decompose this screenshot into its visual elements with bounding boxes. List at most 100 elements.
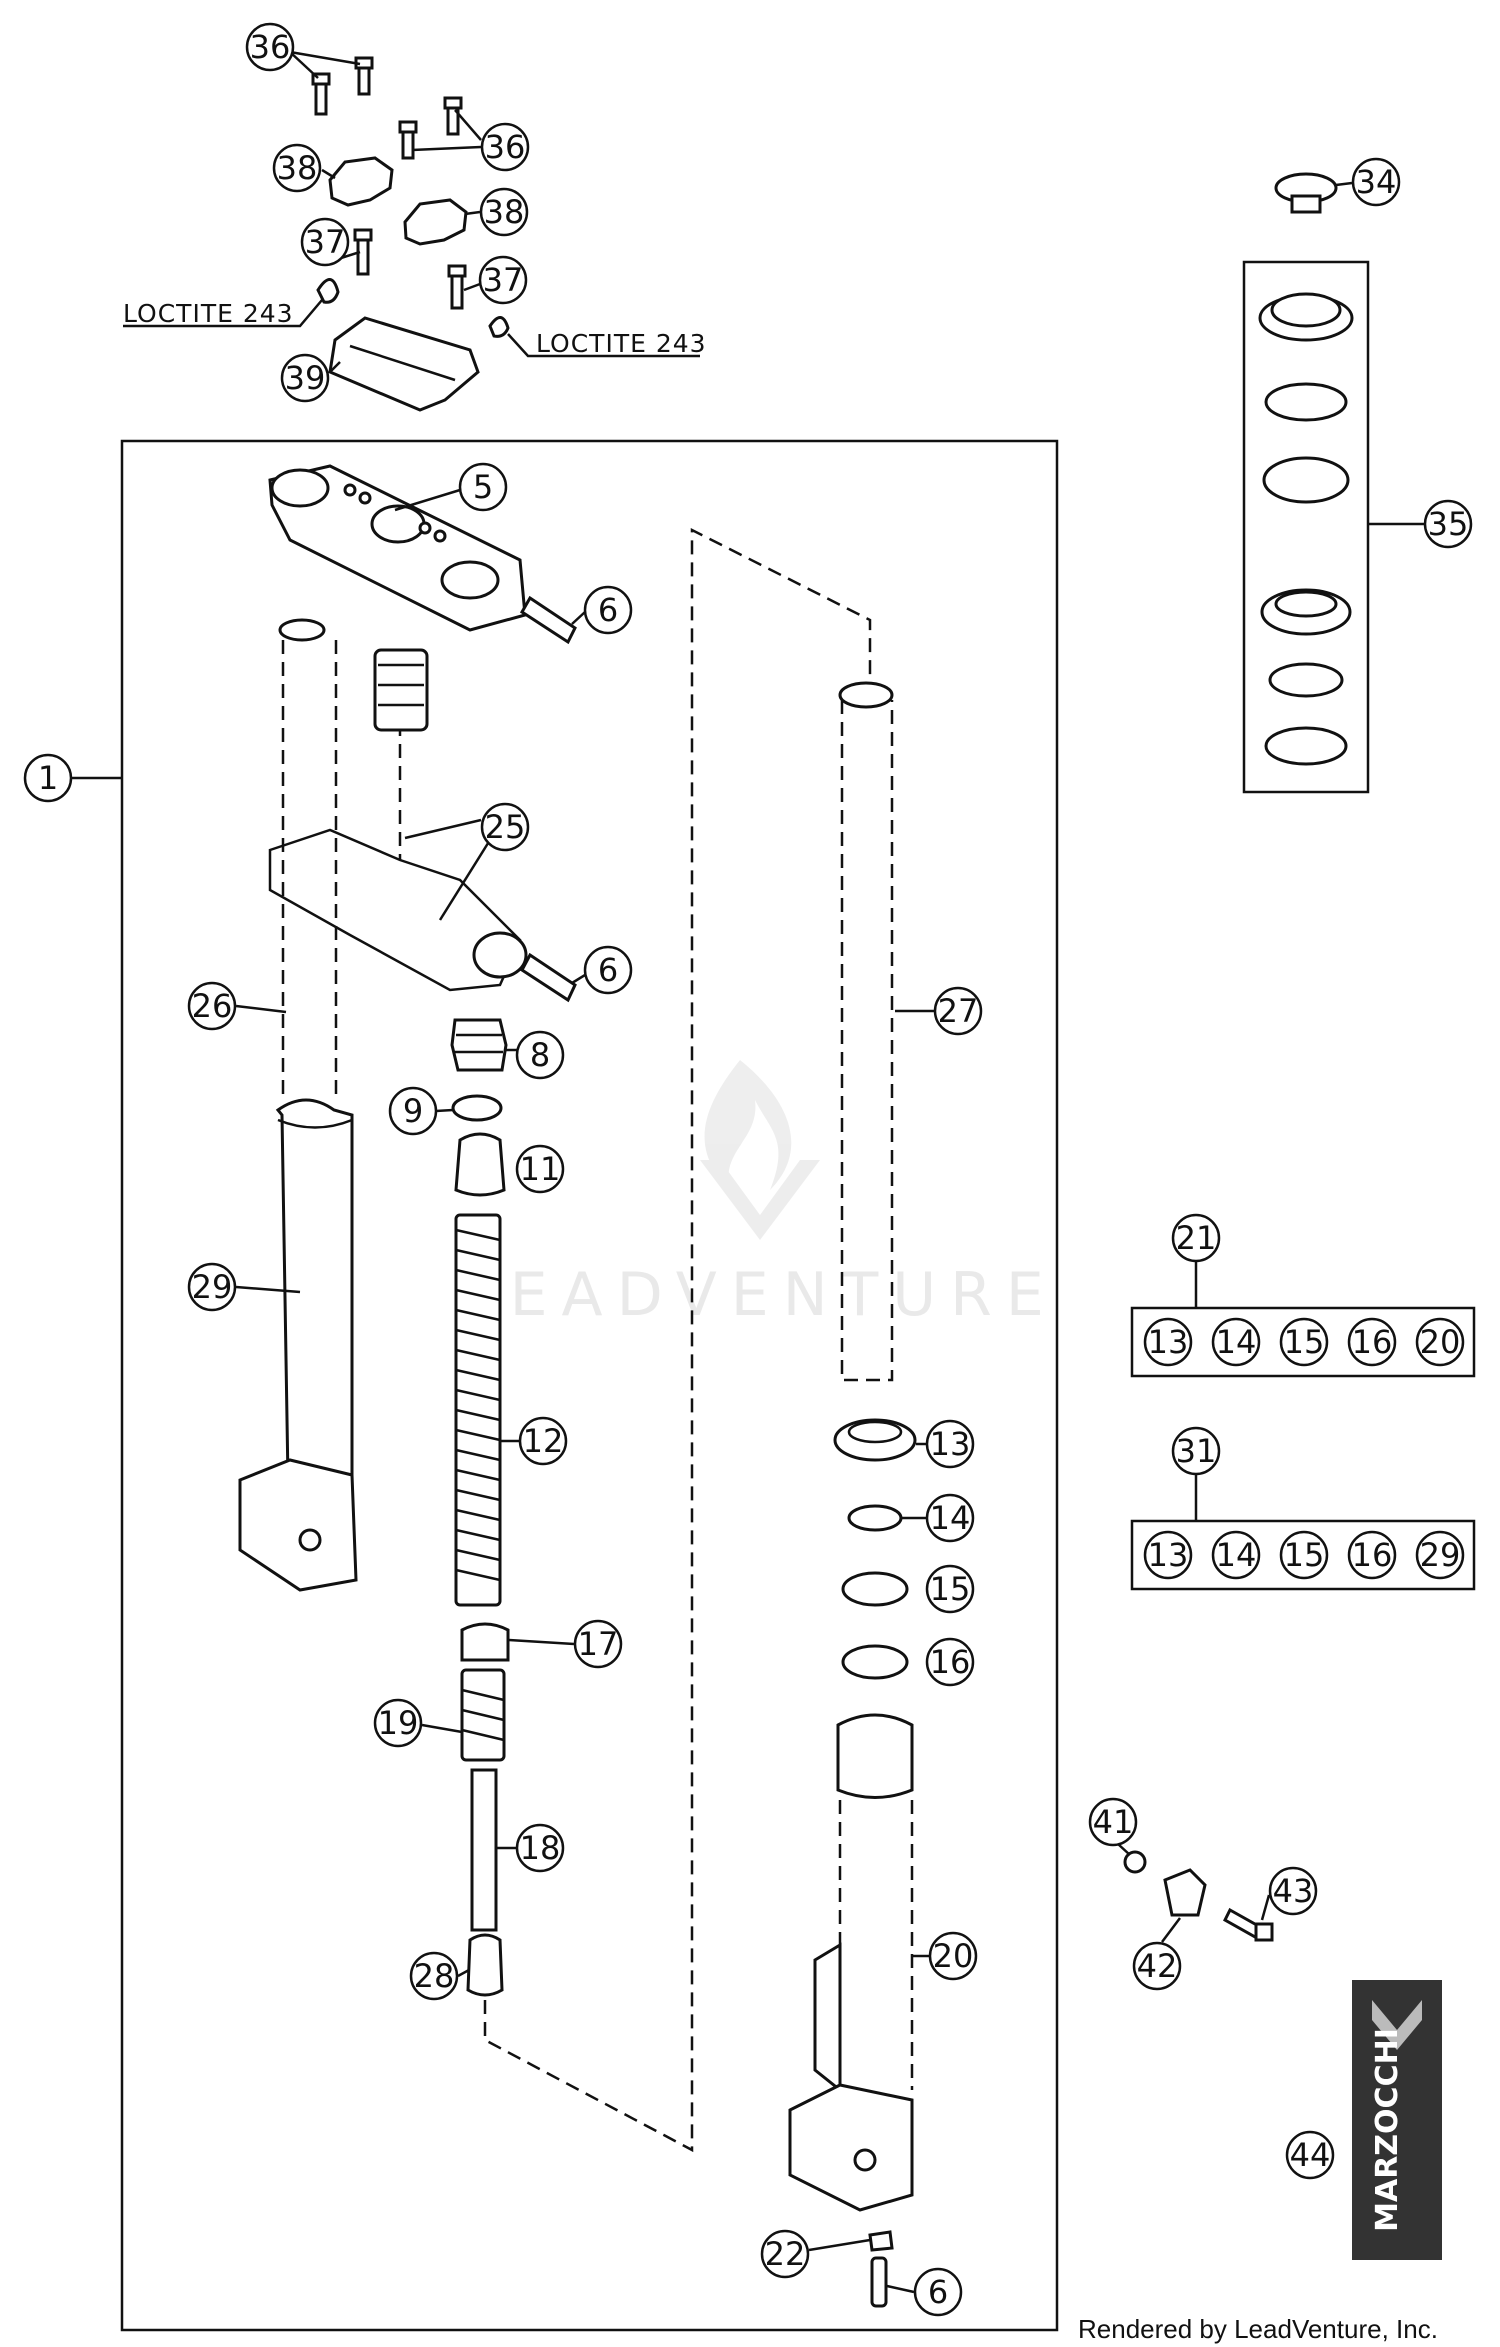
callout-c11-number: 11 <box>520 1150 561 1188</box>
callout-c43-number: 43 <box>1273 1872 1314 1910</box>
handlebar-clamp-parts: LOCTITE 243 LOCTITE 243 <box>123 50 707 412</box>
callout-c34-number: 34 <box>1356 163 1397 201</box>
kit-21-box-item-0: 13 <box>1143 1317 1193 1367</box>
callout-c42: 42 <box>1132 1941 1182 1991</box>
callout-c13a-number: 13 <box>930 1425 971 1463</box>
watermark: LEADVENTURE <box>462 1060 1058 1330</box>
callout-c6b-number: 6 <box>598 951 618 989</box>
callout-c13a: 13 <box>925 1419 975 1469</box>
callout-c41-number: 41 <box>1093 1803 1134 1841</box>
kit-21-box-item-1-number: 14 <box>1216 1323 1257 1361</box>
kit-31-box-item-3: 16 <box>1347 1530 1397 1580</box>
callout-c27: 27 <box>933 986 983 1036</box>
steering-bearing-parts <box>1258 172 1354 766</box>
callout-c37b: 37 <box>478 255 528 305</box>
callout-c16-number: 16 <box>930 1643 971 1681</box>
callout-c17: 17 <box>573 1619 623 1669</box>
fork-internals <box>421 527 872 2153</box>
callout-c17-number: 17 <box>578 1625 619 1663</box>
callout-c41: 41 <box>1088 1797 1138 1847</box>
kit-21-box-item-4: 20 <box>1415 1317 1465 1367</box>
bearing-kit-box <box>1242 260 1370 794</box>
kit-31-box-item-2: 15 <box>1279 1530 1329 1580</box>
callout-c22-number: 22 <box>765 2235 806 2273</box>
callout-c31-number: 31 <box>1176 1432 1217 1470</box>
callout-c37a: 37 <box>300 217 350 267</box>
kit-21-box-item-0-number: 13 <box>1148 1323 1189 1361</box>
kit-21-box-item-4-number: 20 <box>1420 1323 1461 1361</box>
callout-c34: 34 <box>1351 157 1401 207</box>
callout-c26: 26 <box>187 981 237 1031</box>
callout-c6a-number: 6 <box>598 591 618 629</box>
callout-c21: 21 <box>1171 1213 1221 1263</box>
callout-c1-number: 1 <box>38 759 58 797</box>
callout-c8-number: 8 <box>530 1036 550 1074</box>
fork-assembly-frame <box>120 439 1059 2332</box>
loctite-label-right: LOCTITE 243 <box>536 329 707 358</box>
lower-triple-clamp <box>268 648 586 1003</box>
callout-c16: 16 <box>925 1637 975 1687</box>
callout-c6a: 6 <box>583 585 633 635</box>
callout-c8: 8 <box>515 1030 565 1080</box>
callout-c31: 31 <box>1171 1426 1221 1476</box>
callout-c14-number: 14 <box>930 1499 971 1537</box>
kit-21-box-item-3: 16 <box>1347 1317 1397 1367</box>
callout-c20-number: 20 <box>933 1937 974 1975</box>
callout-c38b-number: 38 <box>484 193 525 231</box>
kit-31-box: 13 14 15 16 29 <box>1130 1467 1476 1591</box>
callout-c37a-number: 37 <box>305 223 346 261</box>
callout-c26-number: 26 <box>192 987 233 1025</box>
callout-c9: 9 <box>388 1086 438 1136</box>
kit-31-box-item-1: 14 <box>1211 1530 1261 1580</box>
callout-c6c: 6 <box>913 2267 963 2317</box>
callout-c36a: 36 <box>245 22 295 72</box>
callout-c27-number: 27 <box>938 992 979 1030</box>
callout-c22: 22 <box>760 2229 810 2279</box>
callout-c20: 20 <box>928 1931 978 1981</box>
callout-c38b: 38 <box>479 187 529 237</box>
kit-21-box-item-3-number: 16 <box>1352 1323 1393 1361</box>
callout-c38a: 38 <box>272 143 322 193</box>
callout-c36b-number: 36 <box>485 128 526 166</box>
callout-c12: 12 <box>518 1416 568 1466</box>
callout-c15-number: 15 <box>930 1570 971 1608</box>
callout-c35-number: 35 <box>1428 505 1469 543</box>
kit-21-box-item-1: 14 <box>1211 1317 1261 1367</box>
kit-31-box-item-0-number: 13 <box>1148 1536 1189 1574</box>
callout-c11: 11 <box>515 1144 565 1194</box>
callout-c1: 1 <box>23 753 73 803</box>
callout-c39-number: 39 <box>285 359 326 397</box>
callout-c44-number: 44 <box>1290 2136 1331 2174</box>
callout-c39: 39 <box>280 353 330 403</box>
kit-31-box-item-4: 29 <box>1415 1530 1465 1580</box>
callout-c43: 43 <box>1268 1866 1318 1916</box>
loctite-label-left: LOCTITE 243 <box>123 299 294 328</box>
watermark-text: LEADVENTURE <box>462 1260 1058 1330</box>
callout-c5-number: 5 <box>473 468 493 506</box>
marzocchi-logo: MARZOCCHI <box>1352 1980 1442 2260</box>
callout-c29-number: 29 <box>192 1268 233 1306</box>
callout-c37b-number: 37 <box>483 261 524 299</box>
callout-c5: 5 <box>458 462 508 512</box>
left-fork-leg <box>235 618 358 1592</box>
callout-c15: 15 <box>925 1564 975 1614</box>
callout-c28: 28 <box>409 1951 459 2001</box>
callout-c14: 14 <box>925 1493 975 1543</box>
upper-triple-clamp <box>268 464 586 645</box>
callout-c29: 29 <box>187 1262 237 1312</box>
callout-c6b: 6 <box>583 945 633 995</box>
callout-c9-number: 9 <box>403 1092 423 1130</box>
callout-c19: 19 <box>373 1698 423 1748</box>
callout-c28-number: 28 <box>414 1957 455 1995</box>
callout-c35: 35 <box>1423 499 1473 549</box>
kit-31-box-item-3-number: 16 <box>1352 1536 1393 1574</box>
callout-c25-number: 25 <box>485 808 526 846</box>
kit-31-box-item-0: 13 <box>1143 1530 1193 1580</box>
kit-21-box-item-2: 15 <box>1279 1317 1329 1367</box>
callout-c36b: 36 <box>480 122 530 172</box>
callout-c21-number: 21 <box>1176 1219 1217 1257</box>
kit-31-box-item-1-number: 14 <box>1216 1536 1257 1574</box>
brake-line-guide-parts <box>1117 1843 1274 1943</box>
callout-c18: 18 <box>515 1823 565 1873</box>
callout-c44: 44 <box>1285 2130 1335 2180</box>
